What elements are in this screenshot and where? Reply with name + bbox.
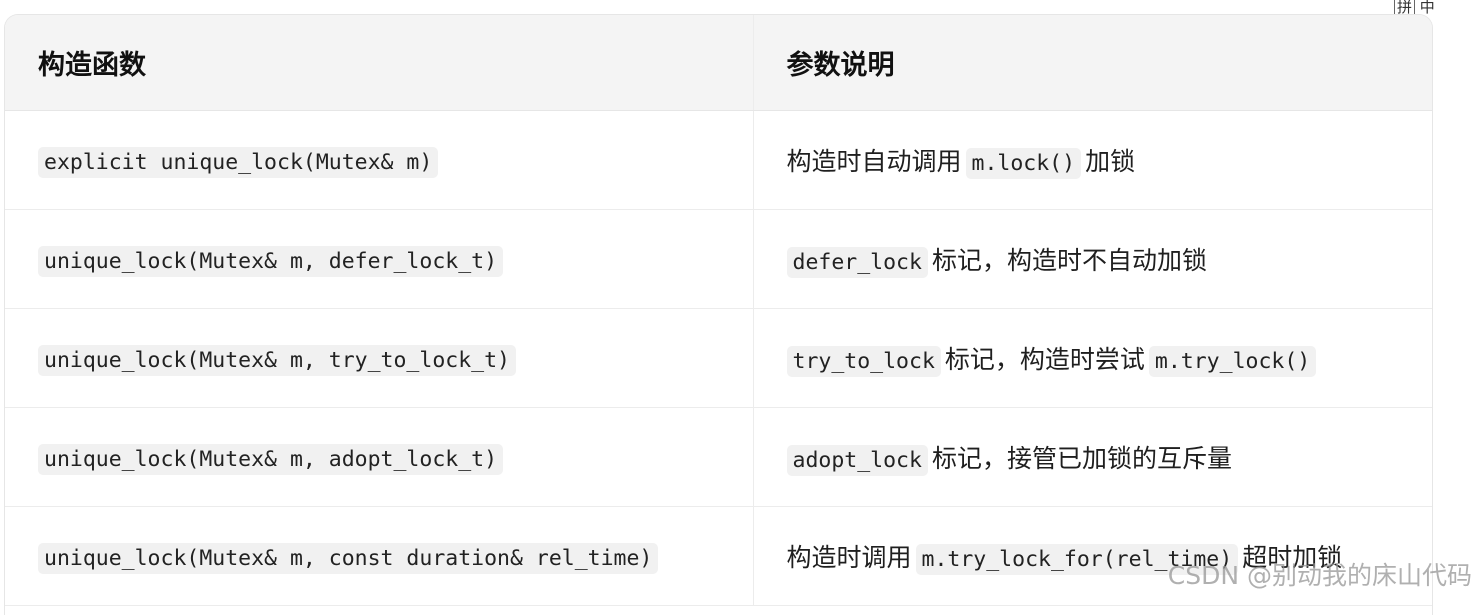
desc-text: 构造时调用	[786, 543, 912, 572]
desc-code: defer_lock	[786, 247, 928, 278]
table-row: unique_lock(Mutex& m, try_to_lock_t) try…	[5, 308, 1432, 408]
signature-code: unique_lock(Mutex& m, defer_lock_t)	[38, 245, 504, 277]
desc-code: m.lock()	[965, 148, 1082, 179]
signature-cell: unique_lock(Mutex& m, try_to_lock_t)	[5, 308, 753, 408]
desc-text: 标记，接管已加锁的互斥量	[931, 444, 1232, 473]
table-row: unique_lock(Mutex& m, defer_lock_t) defe…	[5, 209, 1432, 309]
signature-code: unique_lock(Mutex& m, const duration& re…	[38, 542, 659, 574]
constructor-table-container: 构造函数 参数说明 explicit unique_lock(Mutex& m)…	[4, 14, 1433, 615]
desc-text: 加锁	[1085, 147, 1136, 176]
signature-code: unique_lock(Mutex& m, try_to_lock_t)	[38, 344, 516, 376]
signature-cell: unique_lock(Mutex& m, defer_lock_t)	[5, 209, 753, 309]
signature-code: unique_lock(Mutex& m, adopt_lock_t)	[38, 443, 504, 475]
desc-code: try_to_lock	[786, 346, 941, 377]
table-row: unique_lock(Mutex& m, adopt_lock_t) adop…	[5, 407, 1432, 507]
desc-text: 构造时自动调用	[786, 147, 962, 176]
desc-text: 标记，构造时不自动加锁	[931, 246, 1207, 275]
desc-code: m.try_lock()	[1148, 346, 1317, 377]
signature-cell: explicit unique_lock(Mutex& m)	[5, 110, 753, 210]
signature-cell: unique_lock(Mutex& m, const duration& re…	[5, 506, 753, 606]
ime-mode-label: 拼	[1394, 0, 1416, 17]
signature-code: explicit unique_lock(Mutex& m)	[38, 146, 439, 178]
signature-cell: unique_lock(Mutex& m, adopt_lock_t)	[5, 407, 753, 507]
table-header-row: 构造函数 参数说明	[5, 15, 1432, 111]
csdn-watermark: CSDN @别动我的床山代码	[1167, 561, 1472, 590]
desc-text: 标记，构造时尝试	[944, 345, 1145, 374]
header-description: 参数说明	[752, 15, 1432, 111]
header-constructor: 构造函数	[5, 15, 753, 111]
ime-indicator-icon[interactable]: 拼 中	[1394, 0, 1435, 17]
desc-text: 超时加锁	[1242, 543, 1343, 572]
desc-code: m.try_lock_for(rel_time)	[915, 544, 1239, 575]
constructor-table: 构造函数 参数说明 explicit unique_lock(Mutex& m)…	[5, 15, 1432, 606]
ime-lang-label: 中	[1419, 0, 1435, 16]
desc-code: adopt_lock	[786, 445, 928, 476]
